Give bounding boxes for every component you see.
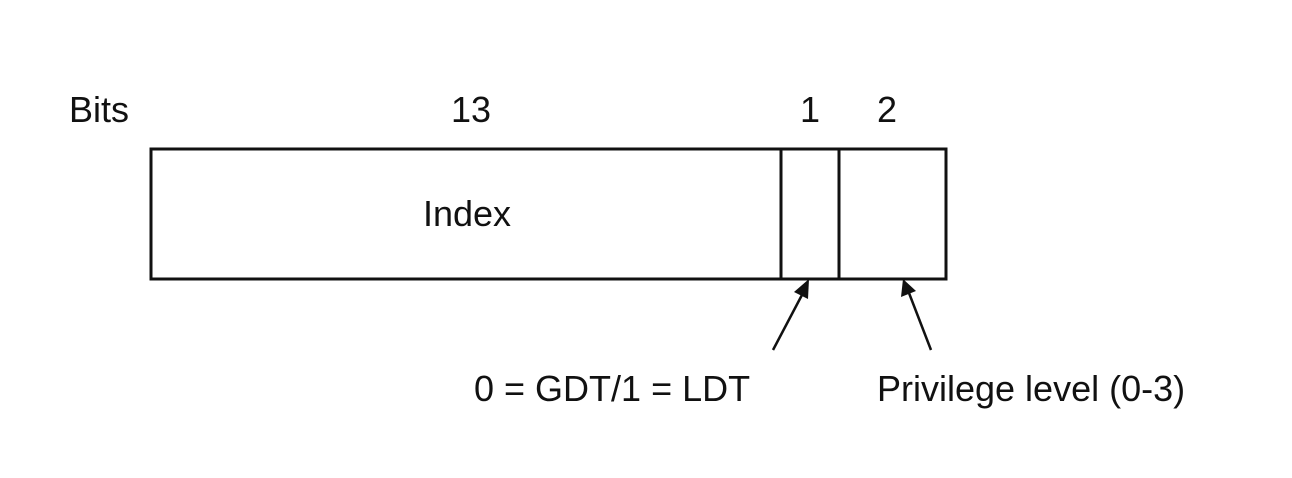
- table-indicator-field: [779, 147, 841, 281]
- privilege-level-field: [837, 147, 948, 281]
- selector-register: [149, 147, 948, 281]
- index-bit-count: 13: [451, 89, 491, 130]
- privilege-bit-count: 2: [877, 89, 897, 130]
- table-indicator-annotation: 0 = GDT/1 = LDT: [474, 368, 750, 409]
- index-field-label: Index: [423, 193, 511, 234]
- table-indicator-bit-count: 1: [800, 89, 820, 130]
- table-indicator-arrow: [771, 279, 809, 351]
- bits-label: Bits: [69, 89, 129, 130]
- privilege-level-annotation: Privilege level (0-3): [877, 368, 1185, 409]
- privilege-level-arrow: [901, 279, 933, 351]
